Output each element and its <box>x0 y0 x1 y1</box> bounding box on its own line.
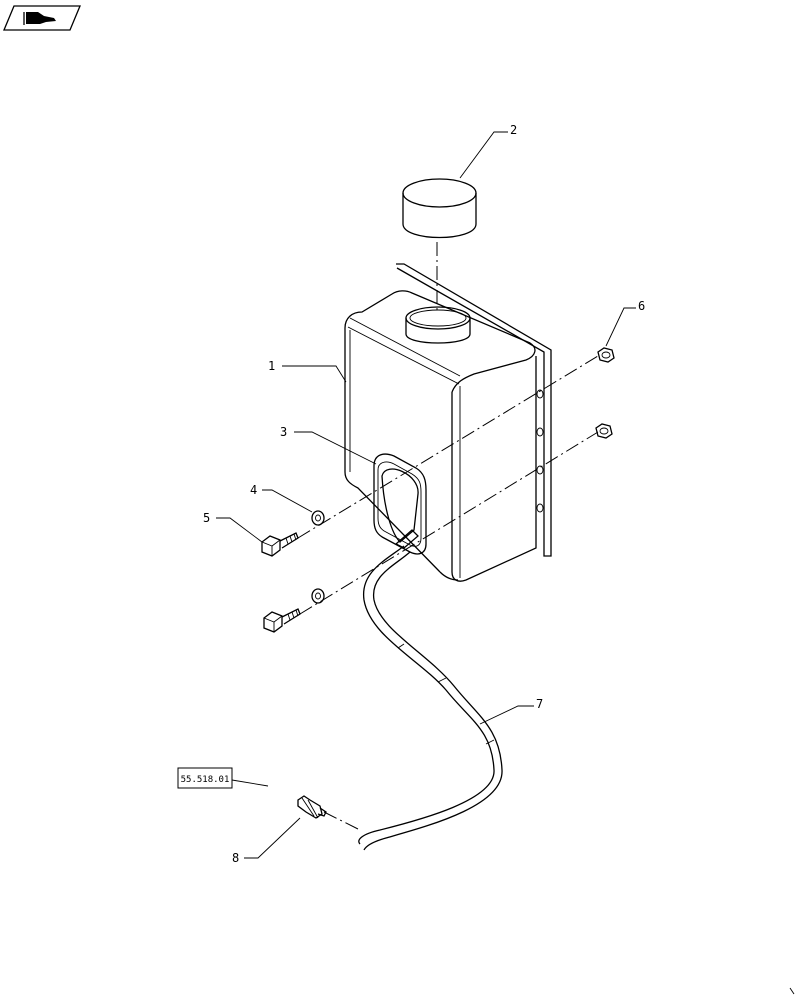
bolt-upper <box>261 532 299 557</box>
washer-upper <box>311 510 325 526</box>
sight-gauge <box>373 453 427 555</box>
leader-lines <box>216 131 636 859</box>
callout-1: 1 <box>268 359 275 373</box>
upper-fastener-axis <box>297 355 599 539</box>
nut-lower <box>595 423 613 439</box>
washer-lower <box>311 588 325 604</box>
callout-7: 7 <box>536 697 543 711</box>
bolt-lower <box>263 608 301 633</box>
reservoir-cap <box>402 178 477 239</box>
lower-fastener-axis <box>299 431 599 615</box>
callout-8: 8 <box>232 851 239 865</box>
reference-code: 55.518.01 <box>181 775 230 785</box>
callout-3: 3 <box>280 425 287 439</box>
reference-link[interactable]: 55.518.01 <box>177 767 233 789</box>
hose-axis-line <box>323 811 361 831</box>
callout-2: 2 <box>510 123 517 137</box>
book-hand-icon[interactable] <box>3 5 81 31</box>
reservoir-tank <box>344 263 552 582</box>
nut-upper <box>597 347 615 363</box>
callout-6: 6 <box>638 299 645 313</box>
level-switch <box>297 795 327 819</box>
callout-5: 5 <box>203 511 210 525</box>
hose <box>358 545 503 851</box>
callout-4: 4 <box>250 483 257 497</box>
corner-mark <box>789 987 795 995</box>
